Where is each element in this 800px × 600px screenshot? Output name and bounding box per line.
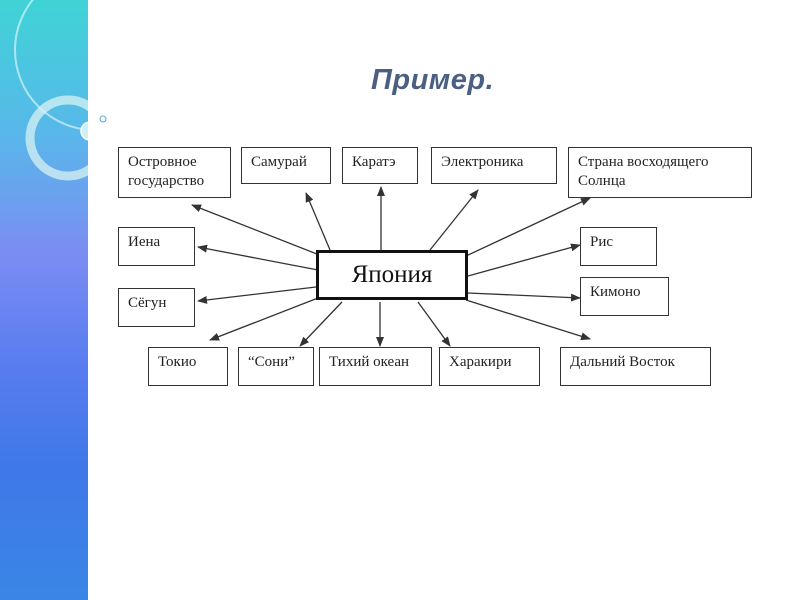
node-sony: “Сони”	[238, 347, 314, 386]
arrow-to-tokyo	[209, 297, 319, 341]
node-karate: Каратэ	[342, 147, 418, 184]
arrow-to-samurai	[305, 192, 331, 251]
arrow-to-far-east	[465, 299, 591, 341]
decorative-sidebar-stripe	[0, 0, 88, 600]
node-pacific: Тихий океан	[319, 347, 432, 386]
arrow-to-rice	[467, 243, 581, 277]
node-yen: Иена	[118, 227, 195, 266]
arrow-to-shogun	[197, 286, 317, 304]
arrow-to-kimono	[467, 292, 581, 302]
node-samurai: Самурай	[241, 147, 331, 184]
arrow-to-electronics	[429, 189, 479, 251]
arrow-to-harakiri	[417, 301, 451, 347]
decorative-circles	[14, 0, 88, 181]
node-rising-sun: Страна восходящего Солнца	[568, 147, 752, 198]
arrow-to-rising-sun	[465, 197, 591, 257]
arrow-to-sony	[299, 301, 343, 347]
node-island-state: Островное государство	[118, 147, 231, 198]
arrow-to-yen	[197, 244, 319, 271]
slide-title: Пример.	[371, 64, 495, 96]
node-kimono: Кимоно	[580, 277, 669, 316]
center-node-japan: Япония	[316, 250, 468, 300]
decorative-circle-overflow	[99, 115, 107, 123]
node-harakiri: Харакири	[439, 347, 540, 386]
node-electronics: Электроника	[431, 147, 557, 184]
node-tokyo: Токио	[148, 347, 228, 386]
node-shogun: Сёгун	[118, 288, 195, 327]
node-rice: Рис	[580, 227, 657, 266]
node-far-east: Дальний Восток	[560, 347, 711, 386]
arrow-to-island-state	[191, 204, 323, 257]
